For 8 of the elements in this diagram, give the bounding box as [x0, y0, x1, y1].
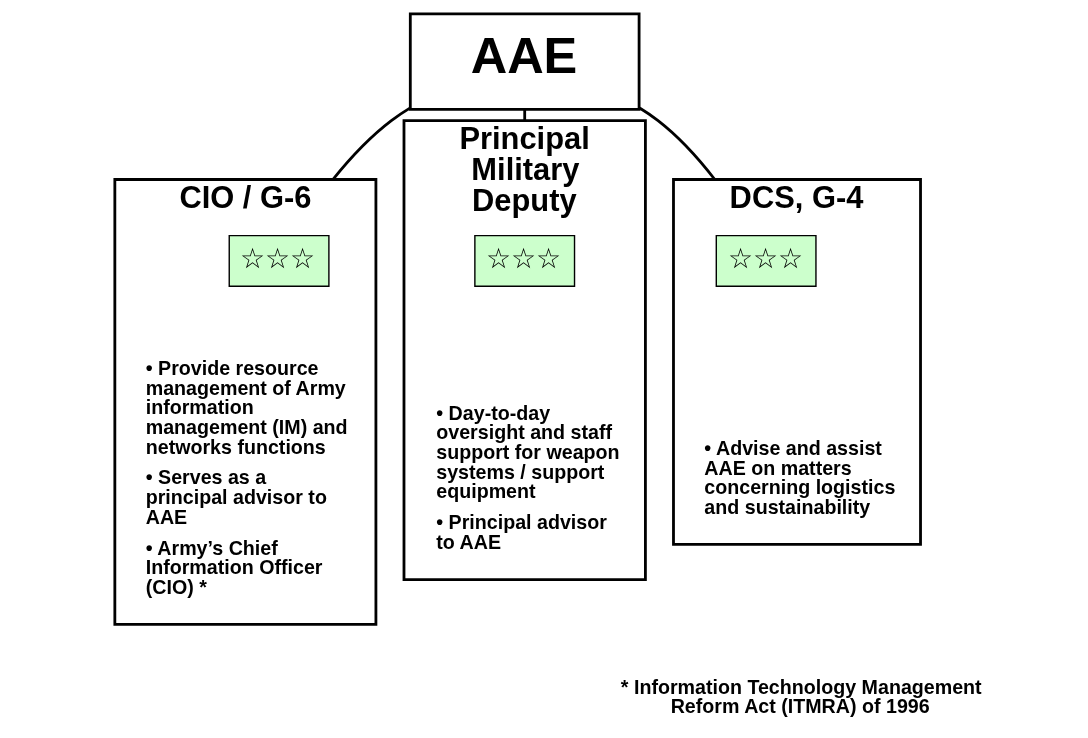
- label: * Information Technology Management Reform Act (ITMRA) of 1996: [620, 675, 982, 718]
- connector: [638, 106, 716, 181]
- node-box: ☆☆☆: [474, 234, 576, 287]
- node-box: ☆☆☆: [228, 234, 330, 287]
- node-box: ☆☆☆: [715, 234, 817, 287]
- connector: [523, 109, 527, 121]
- node-box: AAE: [408, 12, 641, 111]
- connector: [331, 106, 411, 181]
